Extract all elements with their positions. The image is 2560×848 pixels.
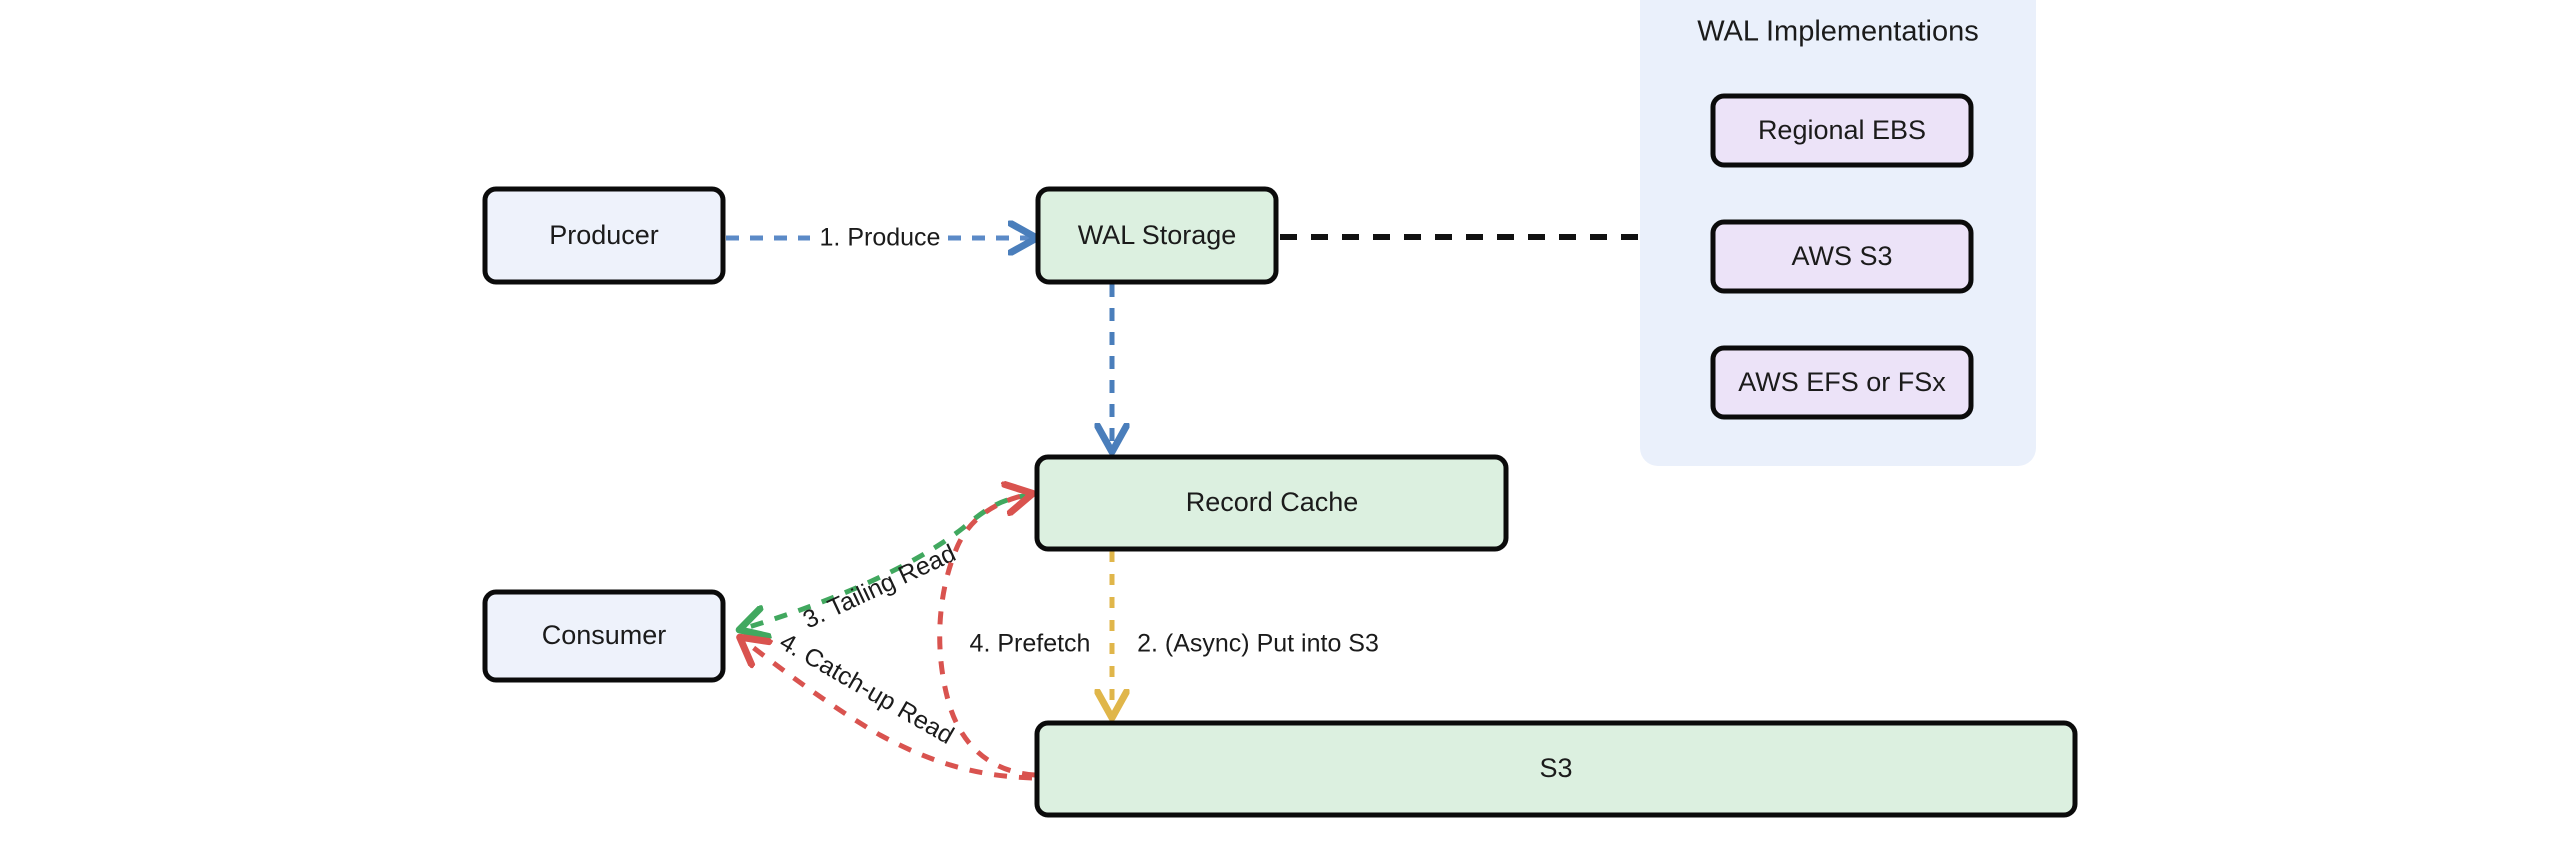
node-aws-s3-rect[interactable]	[1710, 219, 1974, 294]
node-wal-storage-label: WAL Storage	[1078, 220, 1237, 250]
subgraph-wal-implementations: WAL Implementations Regional EBS AWS S3 …	[1640, 0, 2036, 466]
edge-prefetch-label: 4. Prefetch	[970, 630, 1091, 658]
edge-catch-up-read-label: 4. Catch-up Read	[775, 628, 959, 750]
edge-produce: 1. Produce	[726, 224, 1034, 252]
edge-prefetch: 4. Prefetch	[937, 494, 1091, 778]
node-aws-s3[interactable]: AWS S3	[1710, 219, 1974, 294]
edge-async-put-s3: 2. (Async) Put into S3	[1112, 551, 1379, 715]
node-aws-efs-or-fsx[interactable]: AWS EFS or FSx	[1710, 345, 1974, 420]
node-producer-label: Producer	[549, 220, 659, 250]
node-consumer-rect[interactable]	[482, 589, 726, 683]
node-wal-storage-rect[interactable]	[1035, 186, 1279, 285]
node-wal-storage[interactable]: WAL Storage	[1035, 186, 1279, 285]
node-aws-efs-or-fsx-label: AWS EFS or FSx	[1738, 367, 1946, 397]
subgraph-title: WAL Implementations	[1697, 16, 1979, 48]
node-regional-ebs-rect[interactable]	[1710, 93, 1974, 168]
node-record-cache-rect[interactable]	[1034, 454, 1509, 552]
edge-async-put-s3-label: 2. (Async) Put into S3	[1137, 630, 1379, 658]
edge-tailing-read: 3. Tailing Read	[742, 492, 1033, 634]
node-regional-ebs-label: Regional EBS	[1758, 115, 1926, 145]
node-producer[interactable]: Producer	[482, 186, 726, 285]
node-producer-rect[interactable]	[482, 186, 726, 285]
node-s3-label: S3	[1539, 753, 1572, 783]
edge-produce-label: 1. Produce	[820, 224, 941, 252]
node-consumer-label: Consumer	[542, 620, 667, 650]
node-aws-s3-label: AWS S3	[1791, 241, 1892, 271]
edge-tailing-read-label: 3. Tailing Read	[799, 539, 960, 634]
node-s3[interactable]: S3	[1034, 720, 2078, 818]
node-consumer[interactable]: Consumer	[482, 589, 726, 683]
node-record-cache-label: Record Cache	[1186, 487, 1359, 517]
edge-prefetch-path	[937, 494, 1035, 778]
node-aws-efs-or-fsx-rect[interactable]	[1710, 345, 1974, 420]
edge-tailing-read-path	[742, 492, 1033, 629]
edge-catch-up-read-path	[742, 639, 1033, 781]
node-s3-rect[interactable]	[1034, 720, 2078, 818]
node-record-cache[interactable]: Record Cache	[1034, 454, 1509, 552]
node-regional-ebs[interactable]: Regional EBS	[1710, 93, 1974, 168]
